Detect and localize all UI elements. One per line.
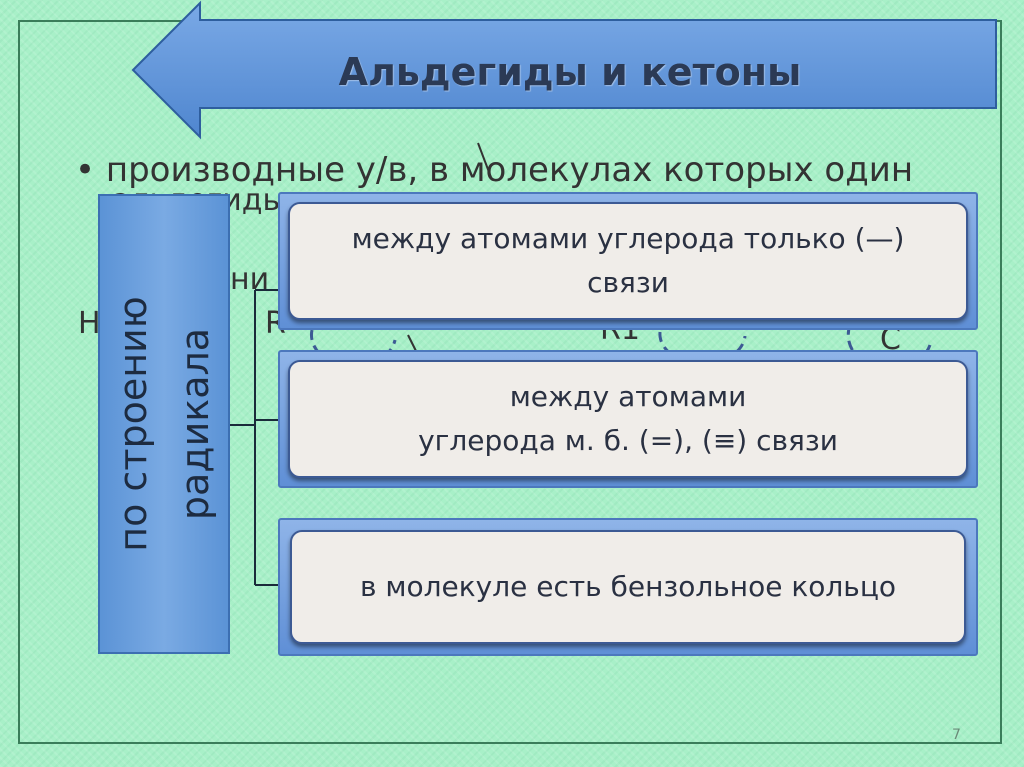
card-unsaturated-line2: углерода м. б. (=), (≡) связи [418,424,838,457]
card-saturated: между атомами углерода только (—) связи [278,192,978,330]
slide-title: Альдегиды и кетоны [338,50,802,94]
card-unsaturated: между атомами углерода м. б. (=), (≡) св… [278,350,978,488]
card-saturated-line1: между атомами углерода только (—) [351,222,905,255]
page-number: 7 [952,727,961,743]
card-saturated-line2: связи [587,266,669,299]
formula-letter-c: C [880,322,901,357]
card-aromatic-content: в молекуле есть бензольное кольцо [290,530,966,644]
hidden-fragment-3: ни [230,262,270,297]
card-unsaturated-line1: между атомами [509,380,747,413]
formula-letter-h: H [78,306,101,341]
side-label-box: по строению радикала [98,194,230,654]
bullet-text: • производные у/в, в молекулах которых о… [75,150,914,190]
title-arrow-shape [131,0,997,140]
card-aromatic: в молекуле есть бензольное кольцо [278,518,978,656]
card-saturated-content: между атомами углерода только (—) связи [288,202,968,320]
card-unsaturated-content: между атомами углерода м. б. (=), (≡) св… [288,360,968,478]
card-aromatic-line1: в молекуле есть бензольное кольцо [359,570,897,603]
